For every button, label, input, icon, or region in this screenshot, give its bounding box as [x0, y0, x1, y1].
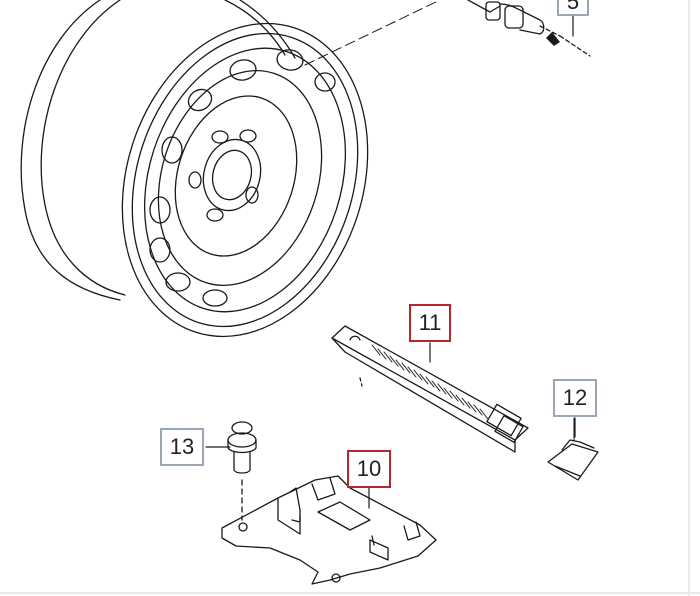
callout-10[interactable]: 10	[347, 450, 391, 488]
steel-wheel-illustration	[20, 0, 441, 338]
clip-illustration	[547, 417, 599, 481]
bracket-illustration	[221, 475, 437, 585]
toothed-rail-illustration	[331, 325, 529, 453]
callout-13[interactable]: 13	[160, 428, 204, 466]
frame-border-bottom	[0, 592, 700, 594]
callout-11[interactable]: 11	[409, 304, 451, 342]
tyre-valve-illustration	[467, 0, 591, 57]
callout-leader-lines	[205, 13, 576, 509]
frame-border-right	[688, 0, 690, 596]
callout-12[interactable]: 12	[553, 379, 597, 417]
bolt-illustration	[227, 421, 257, 521]
callout-5[interactable]: 5	[557, 0, 589, 16]
